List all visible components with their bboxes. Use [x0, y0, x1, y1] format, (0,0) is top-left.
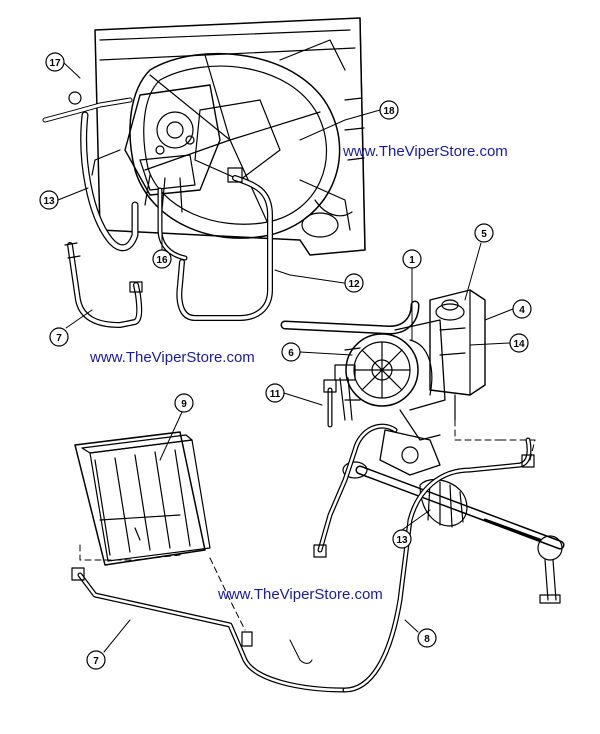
watermark-text: www.TheViperStore.com — [90, 349, 255, 366]
svg-text:13: 13 — [396, 535, 408, 546]
hose-7-upper — [64, 242, 143, 328]
callout-6: 6 — [281, 342, 301, 362]
hose-17 — [42, 91, 133, 123]
svg-text:7: 7 — [56, 333, 62, 344]
svg-text:16: 16 — [156, 255, 168, 266]
callout-16: 16 — [152, 249, 172, 269]
callout-17: 17 — [45, 52, 65, 72]
hose-13-lower — [313, 423, 398, 558]
svg-text:17: 17 — [49, 58, 61, 69]
callout-9: 9 — [174, 393, 194, 413]
svg-text:12: 12 — [348, 279, 360, 290]
callout-11: 11 — [265, 383, 285, 403]
svg-text:1: 1 — [409, 255, 415, 266]
svg-text:4: 4 — [519, 305, 525, 316]
hose-7-lower — [71, 567, 348, 693]
oil-cooler-9 — [74, 431, 211, 566]
callout-18: 18 — [379, 100, 399, 120]
callout-13-upper: 13 — [39, 190, 59, 210]
callout-14: 14 — [509, 333, 529, 353]
callout-12: 12 — [344, 273, 364, 293]
svg-text:9: 9 — [181, 399, 187, 410]
callout-13-lower: 13 — [392, 529, 412, 549]
svg-text:13: 13 — [43, 196, 55, 207]
steering-pump-mount-upper — [91, 84, 221, 213]
callout-7-upper: 7 — [49, 327, 69, 347]
callout-5: 5 — [474, 223, 494, 243]
svg-text:18: 18 — [383, 106, 395, 117]
svg-text:5: 5 — [481, 229, 487, 240]
svg-text:11: 11 — [270, 389, 281, 400]
hose-11 — [323, 379, 337, 428]
svg-text:7: 7 — [93, 656, 99, 667]
callout-8: 8 — [417, 628, 437, 648]
steering-gear-rack — [342, 429, 565, 604]
callout-7-lower: 7 — [86, 650, 106, 670]
leader-lines-lower — [103, 411, 431, 653]
svg-text:8: 8 — [424, 634, 430, 645]
hose-13-upper — [80, 111, 139, 252]
callout-4: 4 — [512, 299, 532, 319]
watermark-text: www.TheViperStore.com — [343, 143, 508, 160]
hose-16 — [157, 187, 188, 261]
leader-lines-upper — [57, 61, 381, 329]
pump-reservoir-assembly — [280, 289, 486, 441]
svg-text:14: 14 — [513, 339, 525, 350]
watermark-text: www.TheViperStore.com — [218, 586, 383, 603]
callout-1: 1 — [402, 249, 422, 269]
hose-8 — [289, 437, 535, 693]
leader-lines-middle — [283, 242, 514, 406]
hose-12 — [176, 167, 273, 321]
svg-text:6: 6 — [288, 348, 294, 359]
